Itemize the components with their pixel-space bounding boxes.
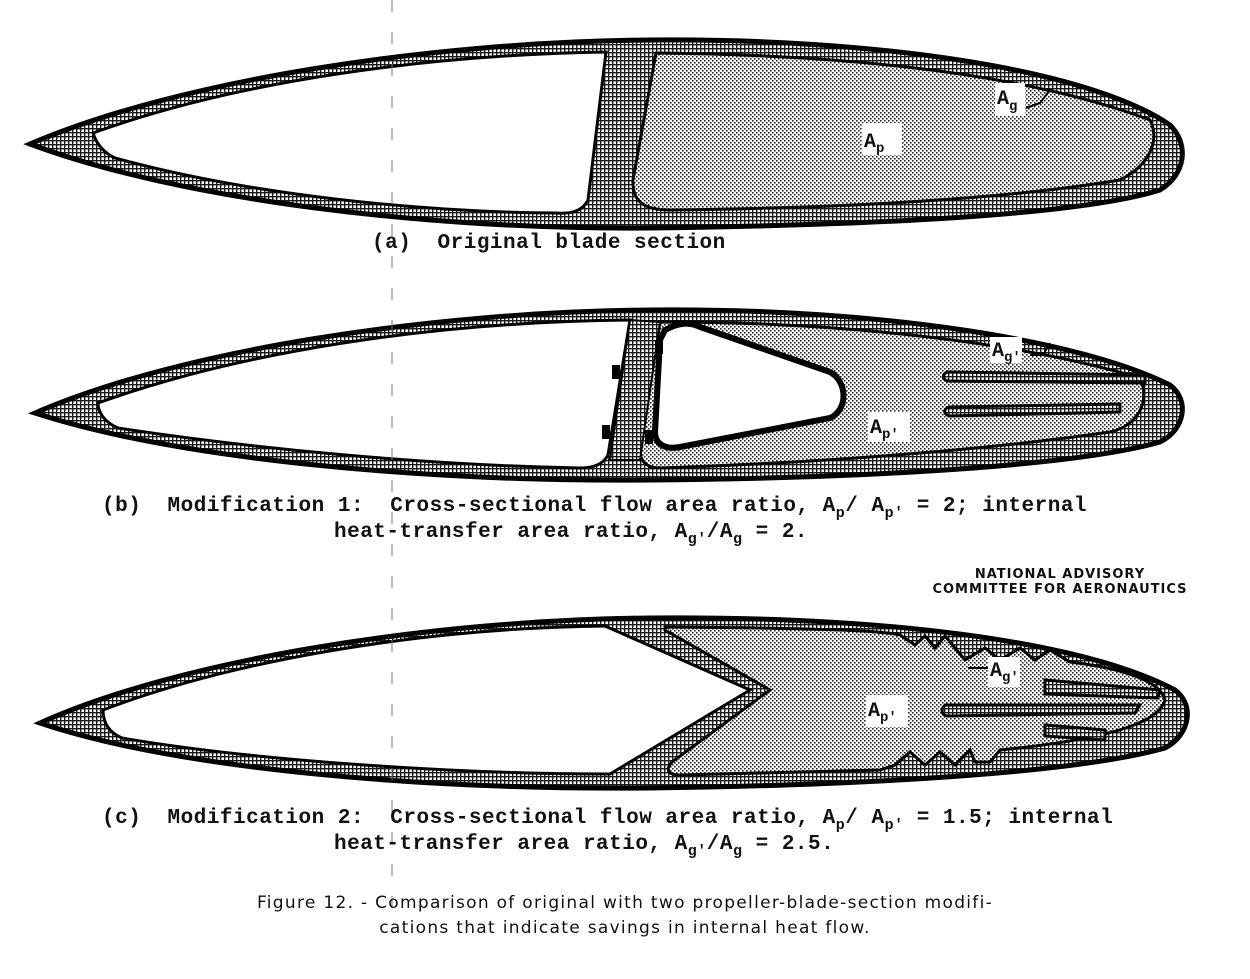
caption-b-line2: heat-transfer area ratio, Ag'/Ag = 2. — [334, 521, 809, 548]
blade-c-fin-2 — [940, 703, 1143, 718]
label-bg — [866, 695, 908, 727]
blade-b: Ag' Ap' — [27, 307, 1185, 483]
label-bg — [862, 123, 902, 155]
label-bg — [988, 657, 1020, 687]
blade-b-fin-2 — [943, 402, 1122, 418]
blade-c-front-cavity — [101, 624, 754, 776]
label-bg — [990, 337, 1022, 363]
blade-b-front-cavity — [96, 318, 632, 470]
caption-a: (a) Original blade section — [372, 232, 726, 255]
label-bg — [995, 83, 1025, 116]
blade-c-fin-3 — [1043, 723, 1107, 742]
blade-a: Ag Ap — [23, 37, 1185, 231]
caption-c-line1: (c) Modification 2: Cross-sectional flow… — [102, 807, 1114, 834]
label-bg — [868, 412, 910, 442]
blade-a-front-cavity — [91, 50, 608, 215]
blade-b-fin-1 — [942, 370, 1147, 385]
caption-b-line1: (b) Modification 1: Cross-sectional flow… — [102, 495, 1088, 522]
figure-caption-line2: cations that indicate savings in interna… — [379, 918, 871, 938]
label-ag-prime: Ag' — [992, 340, 1021, 366]
figure-caption-line1: Figure 12. - Comparison of original with… — [256, 893, 994, 913]
naca-stamp: NATIONAL ADVISORY COMMITTEE FOR AERONAUT… — [932, 567, 1188, 597]
blade-c-flow-passage — [663, 625, 1167, 777]
blade-c-fin-1 — [1043, 678, 1162, 700]
blade-b-web — [608, 318, 662, 461]
blade-c: Ag' Ap' — [33, 615, 1190, 791]
caption-c-prefix: (c) Modification 2: — [102, 807, 365, 830]
blade-b-triangle-cavity — [651, 320, 847, 451]
caption-b-prefix: (b) Modification 1: — [102, 495, 365, 518]
caption-c-line2: heat-transfer area ratio, Ag'/Ag = 2.5. — [334, 833, 835, 860]
